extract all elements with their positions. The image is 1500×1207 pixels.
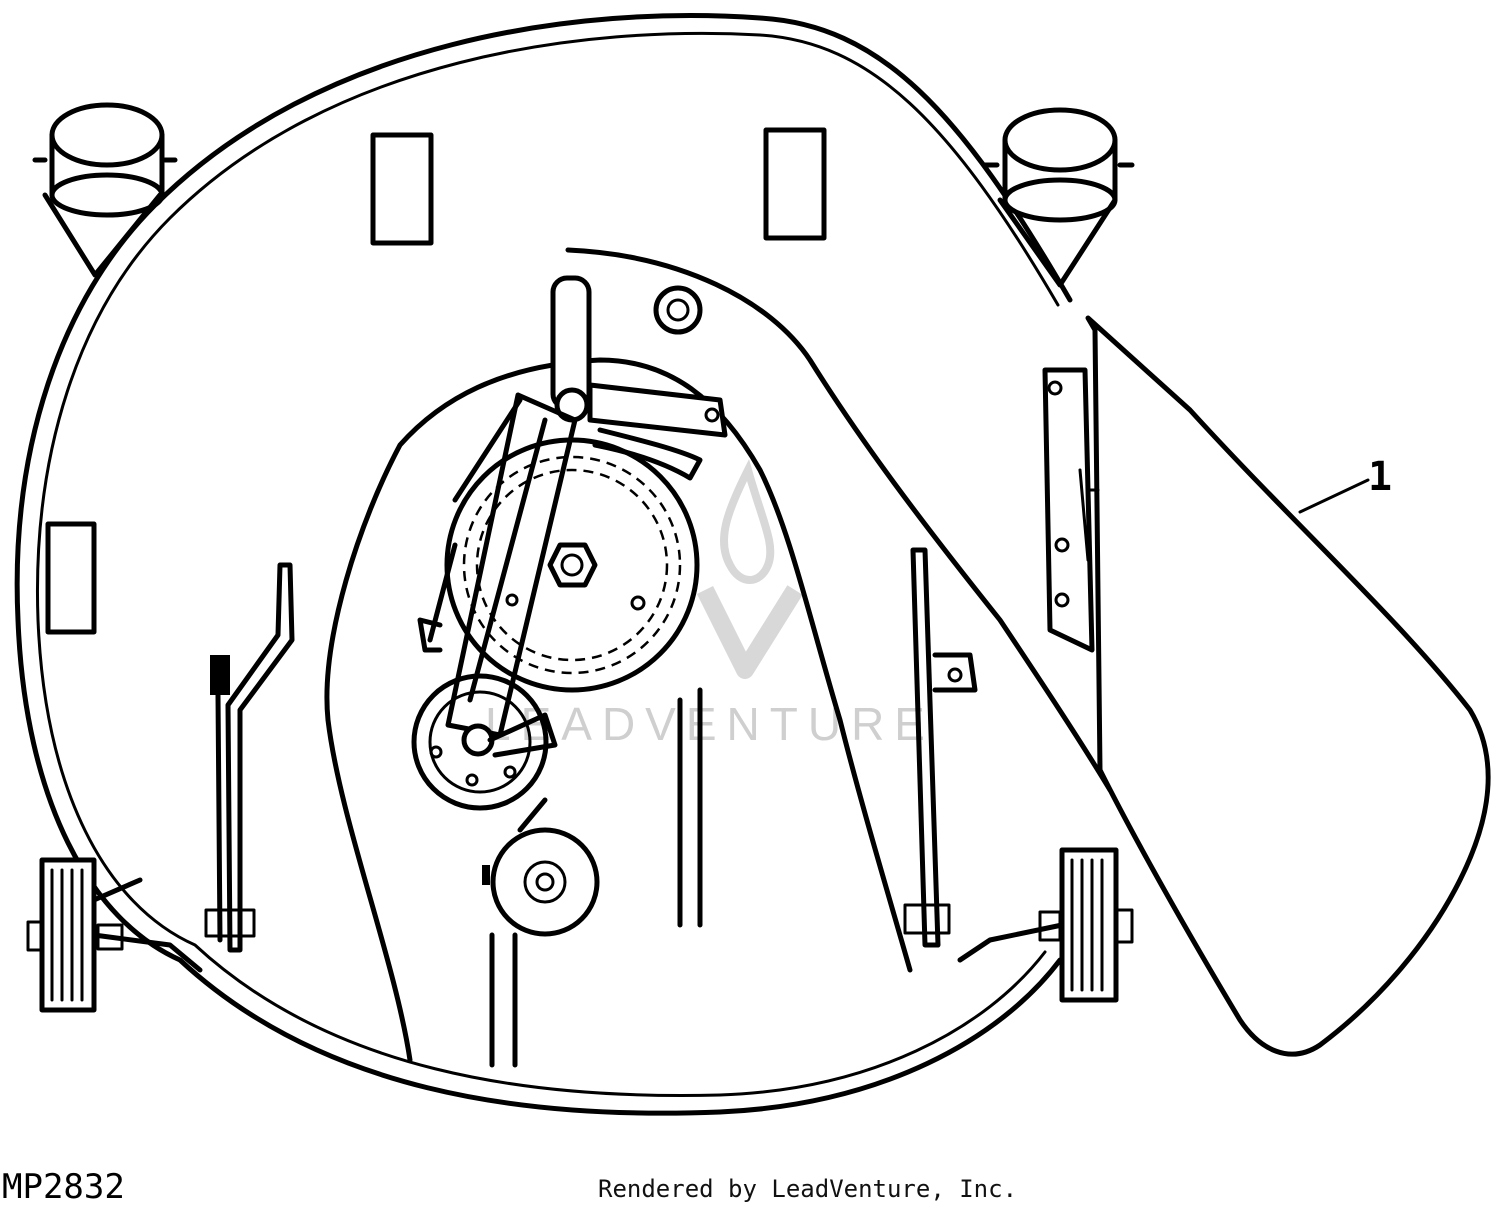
rear-wheel-right xyxy=(957,847,1134,1003)
watermark: LEADVENTURE xyxy=(485,458,935,750)
drive-belt xyxy=(417,542,703,1068)
slot-left xyxy=(45,521,97,635)
deck-outer-rim xyxy=(14,13,1073,1116)
right-rod xyxy=(903,547,978,948)
watermark-v-icon xyxy=(696,585,803,679)
front-roller-left xyxy=(32,102,178,278)
idler-arm xyxy=(445,275,728,738)
deck-inner-rim xyxy=(36,31,1060,1097)
slot-top-left xyxy=(370,132,434,246)
callout-1-label: 1 xyxy=(1368,454,1392,500)
idler-pulley-small xyxy=(411,673,558,811)
callout-1-leader xyxy=(1298,478,1370,514)
deck-housing xyxy=(14,13,1073,1116)
slot-top-right xyxy=(763,127,827,241)
front-roller-right xyxy=(982,107,1135,288)
idler-pulley-lower xyxy=(482,827,600,937)
figure-code: MP2832 xyxy=(2,1167,125,1207)
rendered-by: Rendered by LeadVenture, Inc. xyxy=(598,1175,1017,1203)
watermark-text: LEADVENTURE xyxy=(485,698,935,750)
rear-wheel-left xyxy=(26,857,203,1013)
watermark-flame-icon xyxy=(719,458,775,584)
callout-1: 1 xyxy=(1298,454,1392,514)
left-rod xyxy=(204,562,295,953)
discharge-chute xyxy=(1085,315,1491,1057)
chute-bracket xyxy=(1042,367,1100,653)
deck-bolt xyxy=(653,285,703,335)
